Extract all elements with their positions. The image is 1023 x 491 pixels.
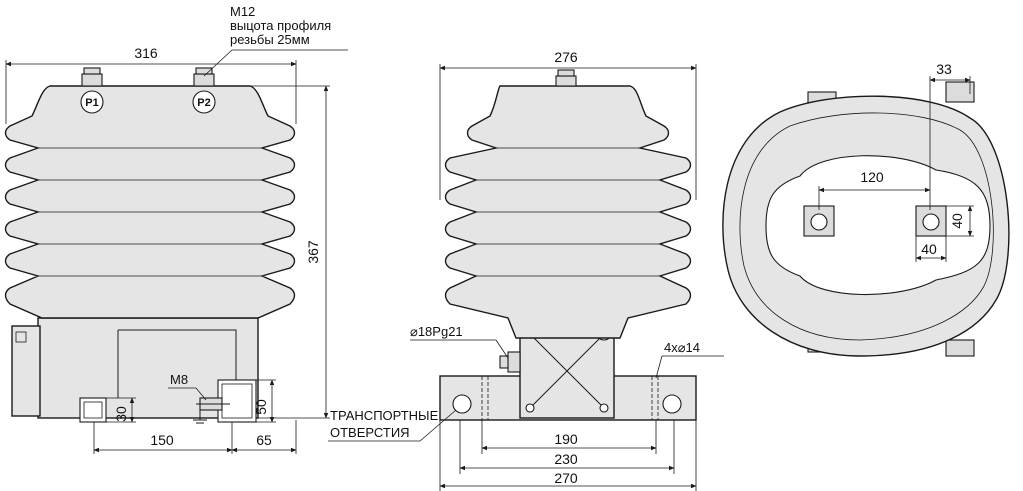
- front-height-label: 367: [305, 240, 321, 264]
- side-width-label: 276: [554, 49, 578, 65]
- terminal-p2-label: P2: [197, 97, 210, 109]
- cable-gland-label: ⌀18Pg21: [410, 324, 463, 339]
- thread-note-line2: выцота профиля: [230, 18, 331, 33]
- transport-holes-label-line2: ОТВЕРСТИЯ: [330, 425, 410, 440]
- top-view: 33 120 40 40: [722, 61, 1010, 357]
- pad-height-label: 40: [949, 213, 965, 229]
- transport-hole-left: [452, 394, 472, 414]
- bracket-height-label: 50: [253, 399, 269, 415]
- thread-note-line1: M12: [230, 4, 255, 19]
- transport-holes-label-line1: ТРАНСПОРТНЫЕ: [330, 408, 439, 423]
- front-view: P1 P2 316 367 150 65 30: [4, 4, 348, 454]
- hole-spacing-mid-label: 230: [554, 451, 578, 467]
- transport-hole-right: [662, 394, 682, 414]
- ground-bolt-label: M8: [170, 372, 188, 387]
- foot-offset-label: 150: [150, 432, 174, 448]
- cable-gland: [507, 351, 521, 373]
- pad-width-label: 40: [921, 241, 937, 257]
- thread-note-line3: резьбы 25мм: [230, 32, 310, 47]
- front-bracket: [217, 379, 257, 423]
- ground-bolt: [193, 397, 230, 424]
- side-view: 276 190 230 270 ⌀18Pg21 4x⌀14 ТРАНСПОРТН…: [328, 49, 724, 491]
- mount-holes-label: 4x⌀14: [664, 340, 700, 355]
- foot-end-label: 65: [256, 432, 272, 448]
- front-insulator: [4, 85, 296, 319]
- foot-height-label: 30: [113, 406, 129, 422]
- front-width-label: 316: [134, 45, 158, 61]
- terminal-offset-label: 33: [936, 61, 952, 77]
- terminal-spacing-label: 120: [860, 169, 884, 185]
- terminal-p2-marker: [192, 90, 216, 114]
- hole-spacing-inner-label: 190: [554, 431, 578, 447]
- terminal-p1-label: P1: [85, 97, 98, 109]
- base-length-label: 270: [554, 470, 578, 486]
- terminal-p1-marker: [80, 90, 104, 114]
